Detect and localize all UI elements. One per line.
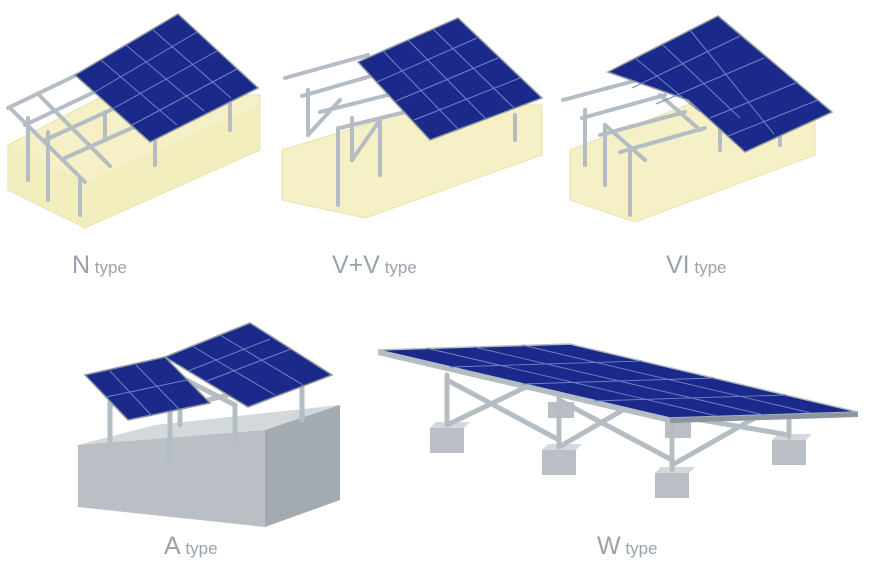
concrete-foundation (78, 405, 340, 527)
solar-panel-array (377, 343, 859, 423)
v-v-type-illustration (281, 17, 544, 219)
w-type-illustration (377, 343, 859, 498)
n-type-illustration (6, 13, 261, 229)
v-v-type-label: V+V type (332, 251, 417, 279)
solar-panel-array (83, 322, 334, 421)
support-frame (561, 76, 782, 217)
n-type-label: N type (72, 251, 127, 279)
w-type-label: W type (597, 532, 658, 560)
solar-panel-array (356, 17, 544, 141)
solar-panel-array (606, 15, 834, 153)
vi-type-illustration (561, 15, 834, 223)
solar-panel-array (73, 13, 260, 143)
a-type-label: A type (164, 532, 218, 560)
vi-type-label: VI type (666, 251, 727, 279)
a-type-illustration (78, 322, 340, 527)
